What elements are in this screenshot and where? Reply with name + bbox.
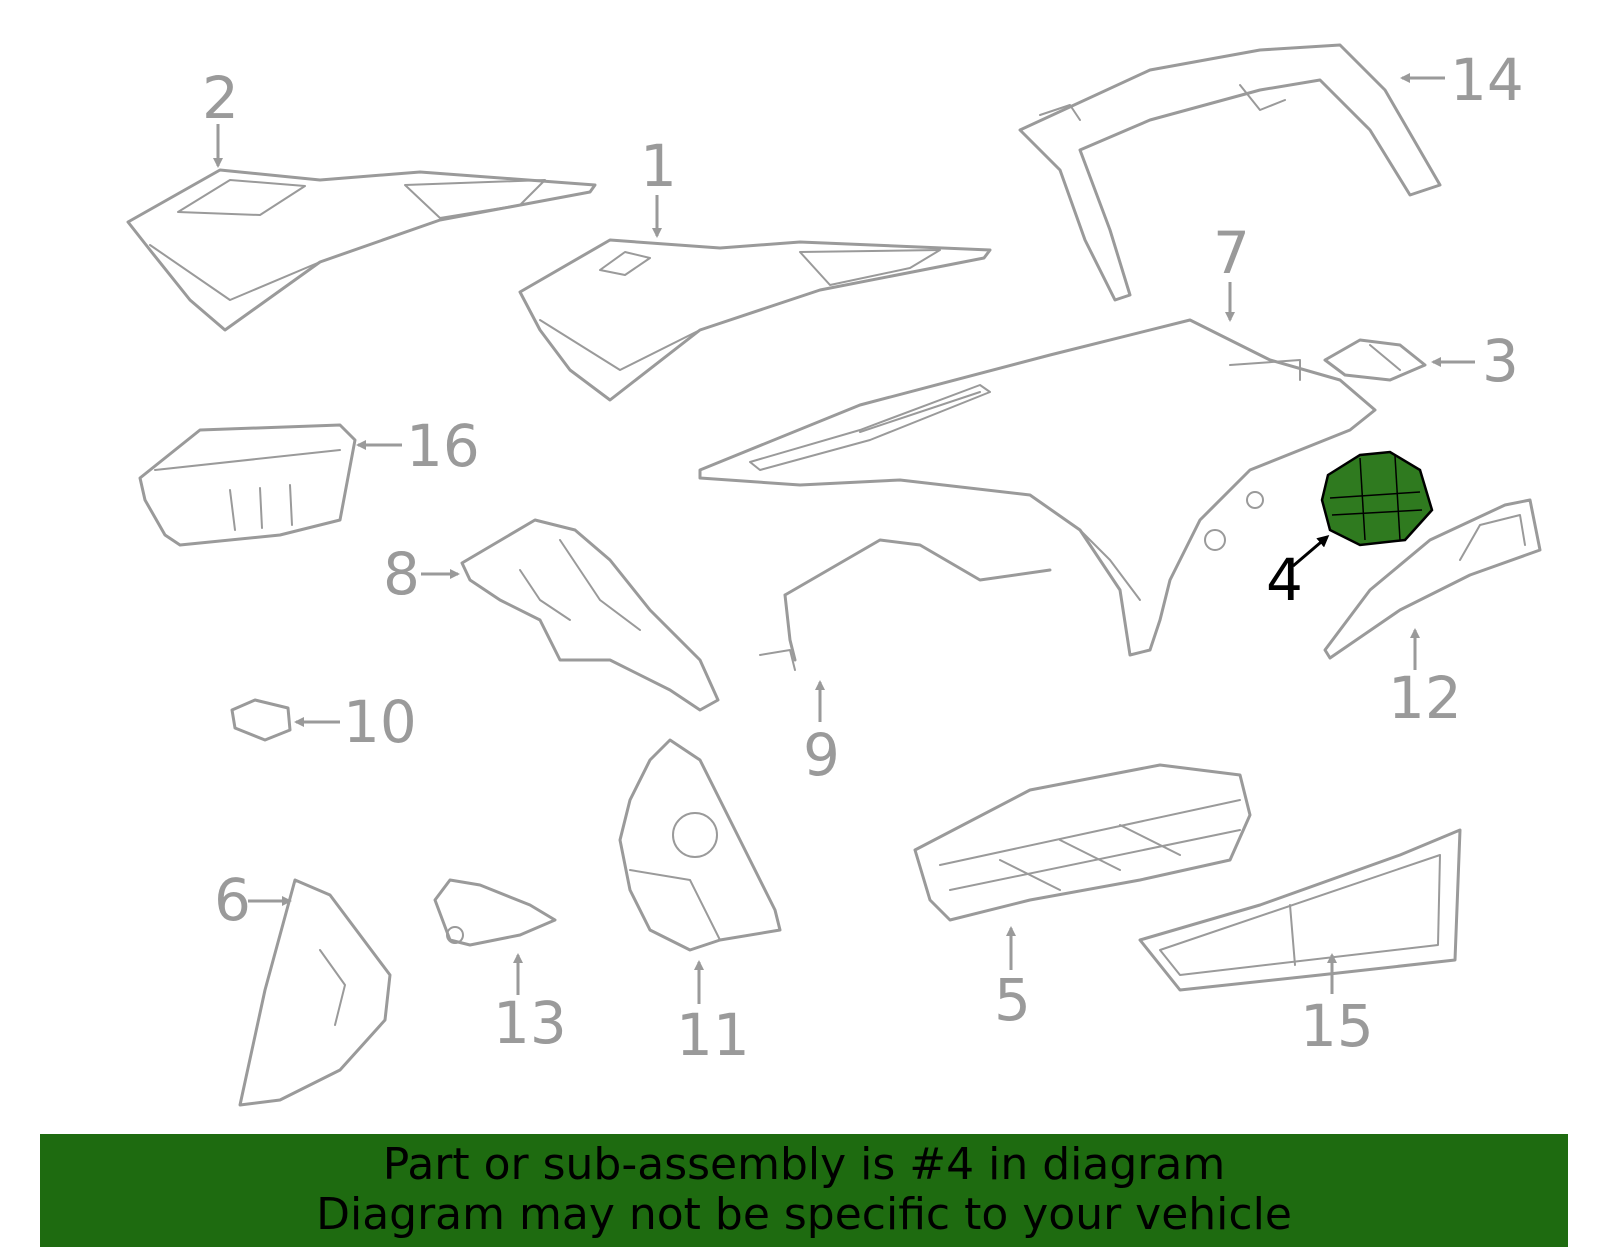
callout-11: 11 bbox=[676, 1001, 750, 1069]
callout-4: 4 bbox=[1266, 546, 1303, 614]
callout-7: 7 bbox=[1213, 219, 1250, 287]
callout-12: 12 bbox=[1388, 664, 1462, 732]
callout-16: 16 bbox=[406, 412, 480, 480]
part-15-center-bezel bbox=[1138, 828, 1462, 992]
part-13-bezel bbox=[433, 878, 557, 947]
callout-14: 14 bbox=[1450, 46, 1524, 114]
callout-2: 2 bbox=[202, 64, 239, 132]
callout-13: 13 bbox=[493, 989, 567, 1057]
banner-text: Part or sub-assembly is #4 in diagram Di… bbox=[40, 1140, 1568, 1240]
part-5-center-vent-assembly bbox=[913, 763, 1252, 922]
part-12-trim-panel bbox=[1323, 498, 1542, 660]
part-9-wire-harness bbox=[759, 538, 1052, 671]
part-8-support-bracket bbox=[460, 518, 720, 712]
callout-numbers: 1 2 3 4 5 6 7 8 9 10 11 12 13 14 15 16 bbox=[202, 46, 1524, 1069]
part-3-side-vent bbox=[1323, 338, 1427, 382]
part-6-end-panel bbox=[238, 878, 392, 1107]
callout-9: 9 bbox=[803, 721, 840, 789]
part-16-airbag-module bbox=[138, 423, 357, 547]
part-10-clip bbox=[230, 698, 292, 742]
part-11-side-cover bbox=[618, 738, 782, 952]
callout-3: 3 bbox=[1482, 327, 1519, 395]
part-7-instrument-panel bbox=[698, 318, 1377, 657]
banner-line-2: Diagram may not be specific to your vehi… bbox=[316, 1189, 1292, 1240]
callout-8: 8 bbox=[383, 540, 420, 608]
info-banner: Part or sub-assembly is #4 in diagram Di… bbox=[40, 1134, 1568, 1247]
callout-5: 5 bbox=[994, 966, 1031, 1034]
part-2-dash-pad-upper bbox=[126, 168, 597, 332]
callout-1: 1 bbox=[640, 132, 677, 200]
part-14-frame bbox=[1018, 43, 1442, 302]
part-1-dash-pad bbox=[518, 238, 992, 402]
callout-6: 6 bbox=[214, 866, 251, 934]
banner-line-1: Part or sub-assembly is #4 in diagram bbox=[382, 1139, 1226, 1190]
leader-lines bbox=[213, 73, 1475, 1004]
callout-10: 10 bbox=[343, 688, 417, 756]
part-4-air-vent-highlighted bbox=[1320, 450, 1434, 547]
callout-15: 15 bbox=[1300, 992, 1374, 1060]
